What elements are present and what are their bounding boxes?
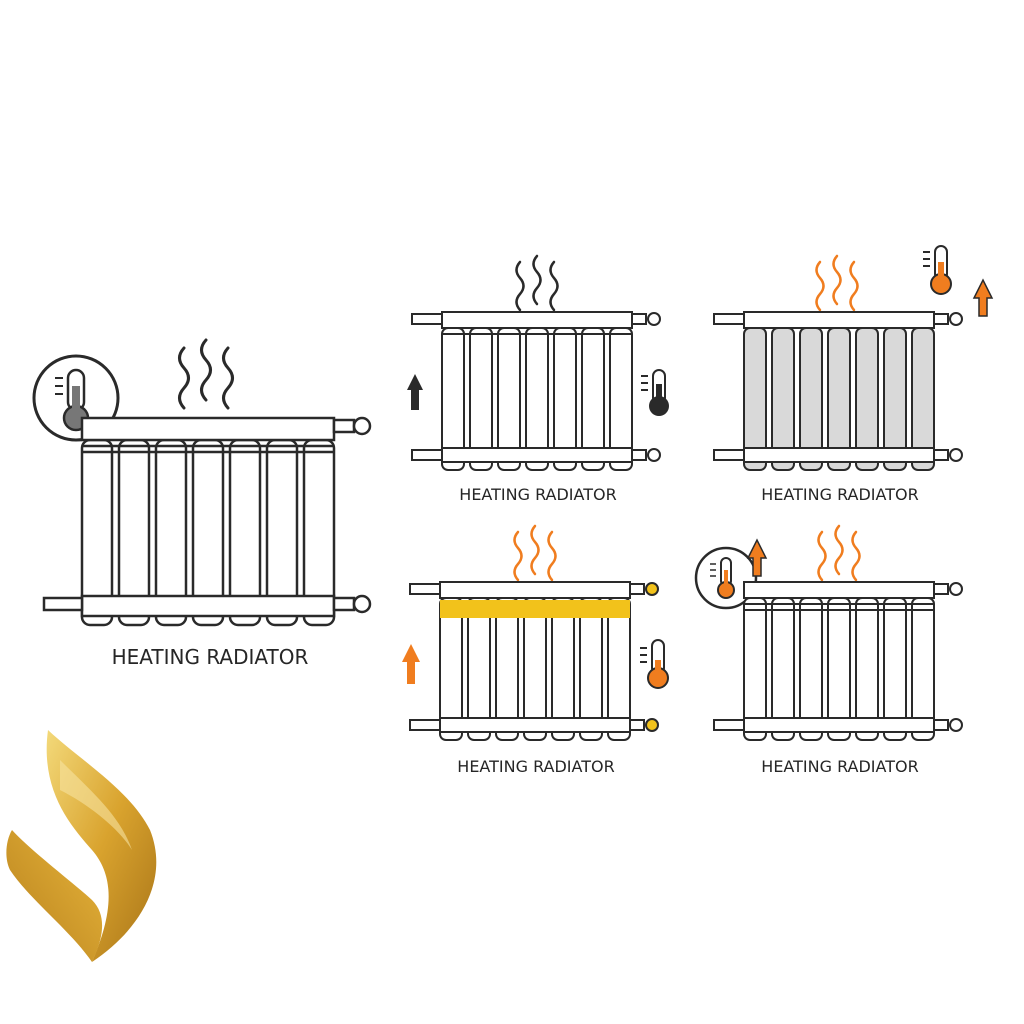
heat-waves-icon — [178, 338, 234, 410]
radiator — [411, 311, 661, 471]
heated-radiator-diagram — [694, 524, 963, 741]
heat-waves-icon — [513, 524, 557, 582]
heat-waves-icon — [815, 254, 859, 312]
arrow-up-icon — [972, 278, 994, 317]
radiator — [42, 416, 372, 627]
thermometer-icon — [710, 557, 735, 599]
cold-radiator-label: HEATING RADIATOR — [459, 485, 617, 504]
arrow-up-icon — [402, 644, 420, 684]
radiator — [713, 311, 963, 471]
hot-radiator-diagram — [713, 245, 994, 471]
warm-water-band — [440, 600, 630, 618]
warming-radiator-label: HEATING RADIATOR — [457, 757, 615, 776]
heated-radiator-label: HEATING RADIATOR — [761, 757, 919, 776]
thermometer-icon — [641, 369, 669, 416]
hot-radiator-label: HEATING RADIATOR — [761, 485, 919, 504]
radiator — [409, 581, 659, 741]
heat-waves-icon — [515, 254, 559, 312]
warming-radiator-diagram — [402, 524, 669, 741]
main-radiator-diagram — [32, 338, 372, 627]
heat-waves-icon — [817, 524, 861, 582]
arrow-up-icon — [407, 374, 423, 410]
thermometer-icon — [55, 368, 90, 432]
thermometer-badge — [694, 546, 758, 610]
cold-radiator-diagram — [407, 254, 669, 471]
arrow-up-icon — [746, 538, 768, 577]
logo-icon — [6, 730, 157, 962]
main-radiator-label: HEATING RADIATOR — [111, 645, 309, 669]
thermometer-icon — [640, 639, 669, 689]
thermometer-icon — [923, 245, 952, 295]
radiator — [713, 581, 963, 741]
